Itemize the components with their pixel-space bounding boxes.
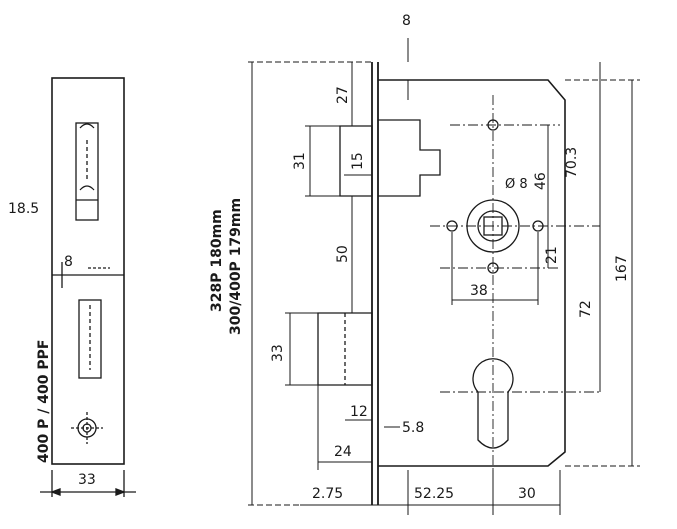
dim-24: 24 bbox=[334, 444, 352, 460]
dimension-lines bbox=[248, 38, 640, 515]
dim-top-8: 8 bbox=[402, 13, 411, 29]
faceplate-front-view bbox=[40, 77, 136, 497]
dim-faceplate-8: 8 bbox=[64, 254, 73, 270]
dim-12: 12 bbox=[350, 404, 368, 420]
side-label-328p: 328P 180mm bbox=[209, 209, 225, 312]
dim-27: 27 bbox=[335, 86, 351, 104]
dim-52-25: 52.25 bbox=[414, 486, 454, 502]
dim-5-8: 5.8 bbox=[402, 420, 424, 436]
dim-167: 167 bbox=[614, 255, 630, 282]
dim-30: 30 bbox=[518, 486, 536, 502]
dim-50: 50 bbox=[335, 245, 351, 263]
lock-body-view bbox=[317, 62, 600, 510]
body-dimension-labels: 8 27 31 15 50 33 12 5.8 24 Ø 8 46 70.3 2… bbox=[270, 13, 630, 502]
dim-38: 38 bbox=[470, 283, 488, 299]
faceplate-labels: 400 P / 400 PPF 18.5 8 33 bbox=[8, 201, 96, 488]
dim-70-3: 70.3 bbox=[564, 147, 580, 178]
side-label-300-400p: 300/400P 179mm bbox=[228, 198, 244, 335]
dim-spindle-dia: Ø 8 bbox=[505, 177, 528, 192]
dim-33: 33 bbox=[270, 344, 286, 362]
dim-faceplate-33: 33 bbox=[78, 472, 96, 488]
faceplate-model-label: 400 P / 400 PPF bbox=[36, 340, 52, 463]
dim-18-5: 18.5 bbox=[8, 201, 39, 217]
dim-31: 31 bbox=[292, 152, 308, 170]
dim-2-75: 2.75 bbox=[312, 486, 343, 502]
dim-72: 72 bbox=[578, 300, 594, 318]
side-labels: 328P 180mm 300/400P 179mm bbox=[209, 198, 244, 335]
dim-15: 15 bbox=[350, 152, 366, 170]
dim-21: 21 bbox=[544, 246, 560, 264]
dim-46: 46 bbox=[533, 172, 549, 190]
